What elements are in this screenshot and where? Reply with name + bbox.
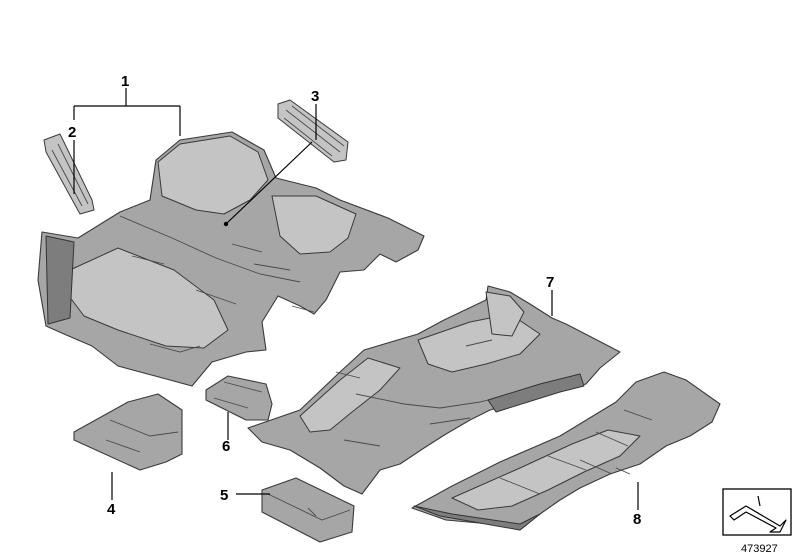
reference-glyph-tick xyxy=(757,495,761,507)
callout-6: 6 xyxy=(222,438,230,455)
callout-8: 8 xyxy=(633,511,641,528)
part-8-underbody-panel[interactable] xyxy=(411,371,721,531)
part-6-insulation-piece[interactable] xyxy=(205,375,273,421)
part-5-block[interactable] xyxy=(261,477,355,543)
leader-lines xyxy=(73,88,639,510)
callout-1: 1 xyxy=(121,73,129,90)
callout-7: 7 xyxy=(546,274,554,291)
leader-3 xyxy=(225,104,317,225)
reference-number: 473927 xyxy=(741,543,778,555)
reference-symbol-box: 473927 xyxy=(722,488,792,555)
part-7-rear-floor-carpet[interactable] xyxy=(247,285,621,495)
leader-1 xyxy=(73,88,181,136)
callout-4: 4 xyxy=(107,501,116,518)
callout-2: 2 xyxy=(68,124,76,141)
part-1-front-floor-carpet[interactable] xyxy=(37,131,425,387)
callout-labels: 1 2 3 4 5 6 7 8 xyxy=(68,73,641,528)
callout-5: 5 xyxy=(220,487,228,504)
part-2-trim-strip[interactable] xyxy=(43,133,95,215)
reference-glyph-icon xyxy=(729,505,787,533)
callout-3: 3 xyxy=(311,88,319,105)
part-3-mesh-panel[interactable] xyxy=(277,99,349,163)
leader-3-dot xyxy=(223,221,229,227)
part-4-footwell-mat[interactable] xyxy=(73,393,183,471)
